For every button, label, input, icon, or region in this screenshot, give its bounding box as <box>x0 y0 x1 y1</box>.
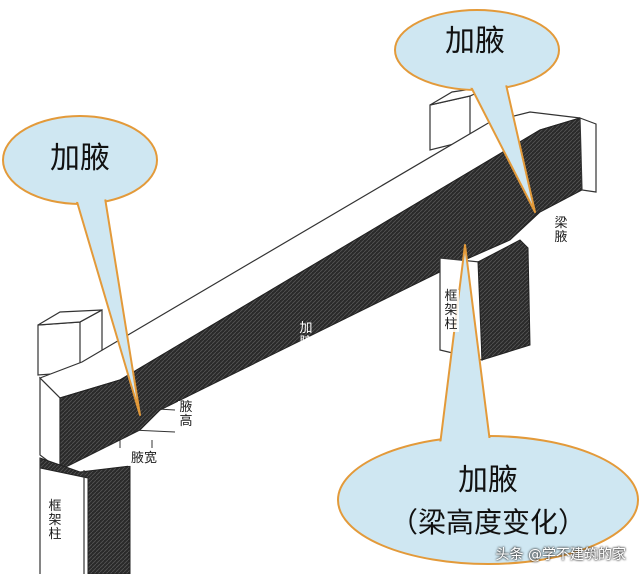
callout-top-right <box>394 9 560 213</box>
haunch-dimension-lines <box>119 407 176 448</box>
watermark: 头条 @学不建筑的家 <box>495 547 626 563</box>
callout-left <box>2 115 158 416</box>
beam-side-face <box>59 117 583 471</box>
beam-right-end-face <box>579 117 597 193</box>
callout-left-text: 加腋 <box>50 141 110 176</box>
haunched-beam-label: 加腋梁 <box>299 321 313 364</box>
left-column-lower <box>39 457 131 574</box>
callout-top-right-text: 加腋 <box>445 24 505 59</box>
frame-column-left-label: 框架柱 <box>47 499 63 542</box>
callout-bottom-text-line1: 加腋 <box>458 463 518 498</box>
haunch-width-label: 腋宽 <box>128 452 160 466</box>
callout-bottom-text-line2: （梁高度变化） <box>389 506 586 539</box>
frame-column-right-label: 框架柱 <box>443 289 459 332</box>
callout-bottom <box>337 244 639 565</box>
beam-haunch-label: 梁腋 <box>553 216 569 245</box>
haunch-height-label: 腋高 <box>178 400 194 429</box>
